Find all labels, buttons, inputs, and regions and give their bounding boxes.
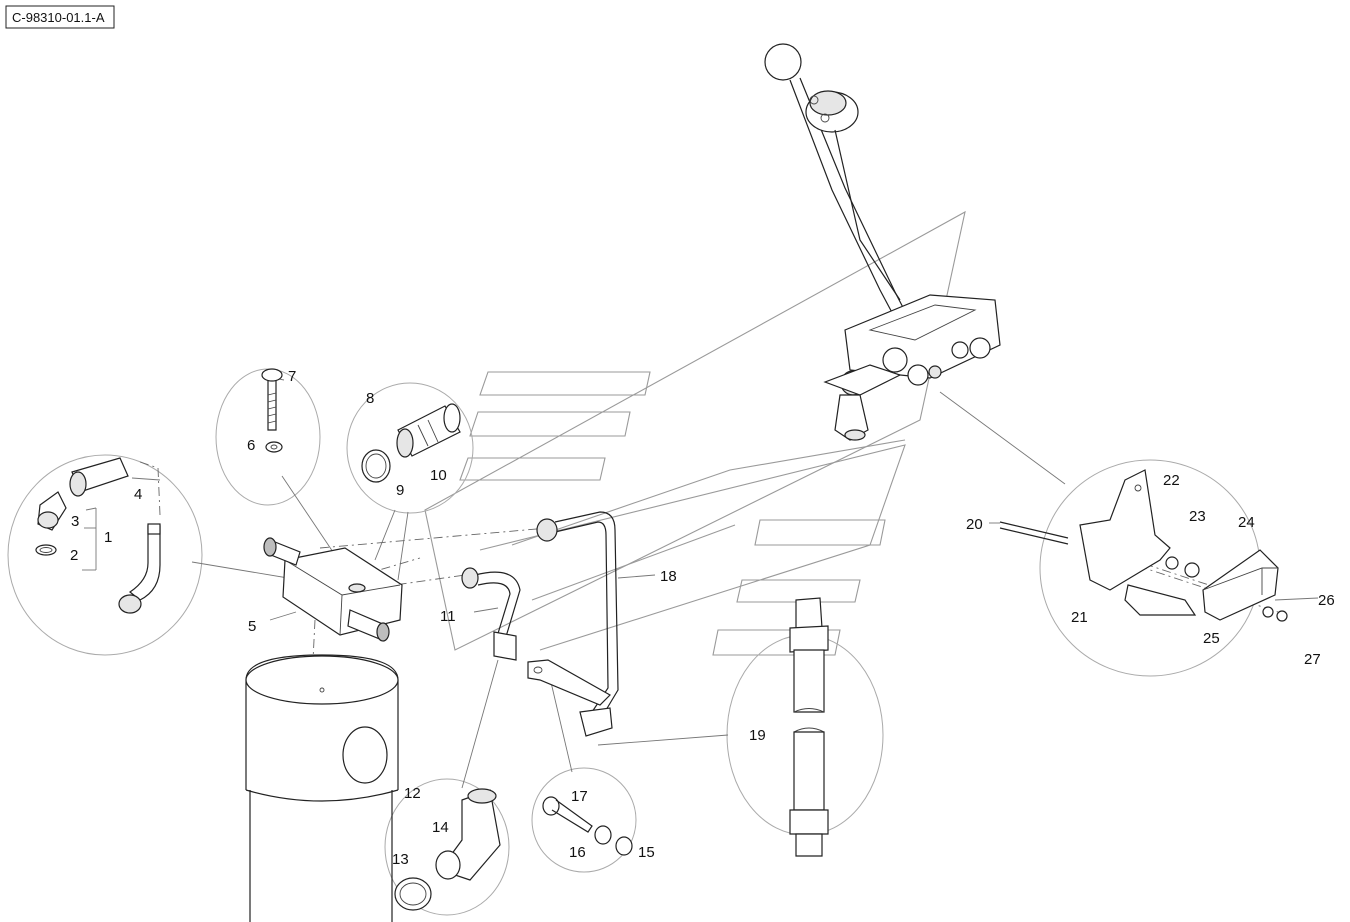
callout-11: 11 xyxy=(440,608,456,625)
callout-12: 12 xyxy=(404,785,421,802)
callout-6: 6 xyxy=(247,437,255,454)
valve-block-5 xyxy=(263,537,403,642)
callout-7: 7 xyxy=(288,368,296,385)
callout-1: 1 xyxy=(104,529,112,546)
callout-4: 4 xyxy=(134,486,142,503)
callout-24: 24 xyxy=(1238,514,1255,531)
callout-8: 8 xyxy=(366,390,374,407)
bracket-group-20-27 xyxy=(999,469,1288,622)
callout-2: 2 xyxy=(70,547,78,564)
tube-18 xyxy=(527,511,619,737)
callout-9: 9 xyxy=(396,482,404,499)
bolt-washer-nut-15-17 xyxy=(542,796,633,856)
elbow-fitting-12-14 xyxy=(394,788,501,911)
callout-17: 17 xyxy=(571,788,588,805)
detail-circles xyxy=(7,368,1261,916)
tube-11 xyxy=(461,567,521,661)
fitting-group-1-4 xyxy=(35,457,161,614)
drawing-id-box: C-98310-01.1-A xyxy=(5,5,115,29)
callout-26: 26 xyxy=(1318,592,1335,609)
callout-23: 23 xyxy=(1189,508,1206,525)
callout-22: 22 xyxy=(1163,472,1180,489)
callout-25: 25 xyxy=(1203,630,1220,647)
callout-16: 16 xyxy=(569,844,586,861)
callout-5: 5 xyxy=(248,618,256,635)
callout-labels: 1 2 3 4 5 6 7 8 9 10 11 12 13 14 15 16 1… xyxy=(70,368,1335,868)
callout-14: 14 xyxy=(432,819,449,836)
fitting-19 xyxy=(789,597,829,857)
callout-15: 15 xyxy=(638,844,655,861)
callout-18: 18 xyxy=(660,568,677,585)
shift-lever-assembly xyxy=(764,43,1001,441)
background-chevron-outlines xyxy=(424,210,966,656)
adapter-8-10 xyxy=(361,403,461,483)
callout-20: 20 xyxy=(966,516,983,533)
callout-3: 3 xyxy=(71,513,79,530)
callout-21: 21 xyxy=(1071,609,1088,626)
callout-27: 27 xyxy=(1304,651,1321,668)
cylinder-housing xyxy=(245,654,399,922)
callout-19: 19 xyxy=(749,727,766,744)
bolt-washer-6-7 xyxy=(261,368,283,453)
callout-13: 13 xyxy=(392,851,409,868)
callout-10: 10 xyxy=(430,467,447,484)
drawing-id: C-98310-01.1-A xyxy=(12,10,105,25)
